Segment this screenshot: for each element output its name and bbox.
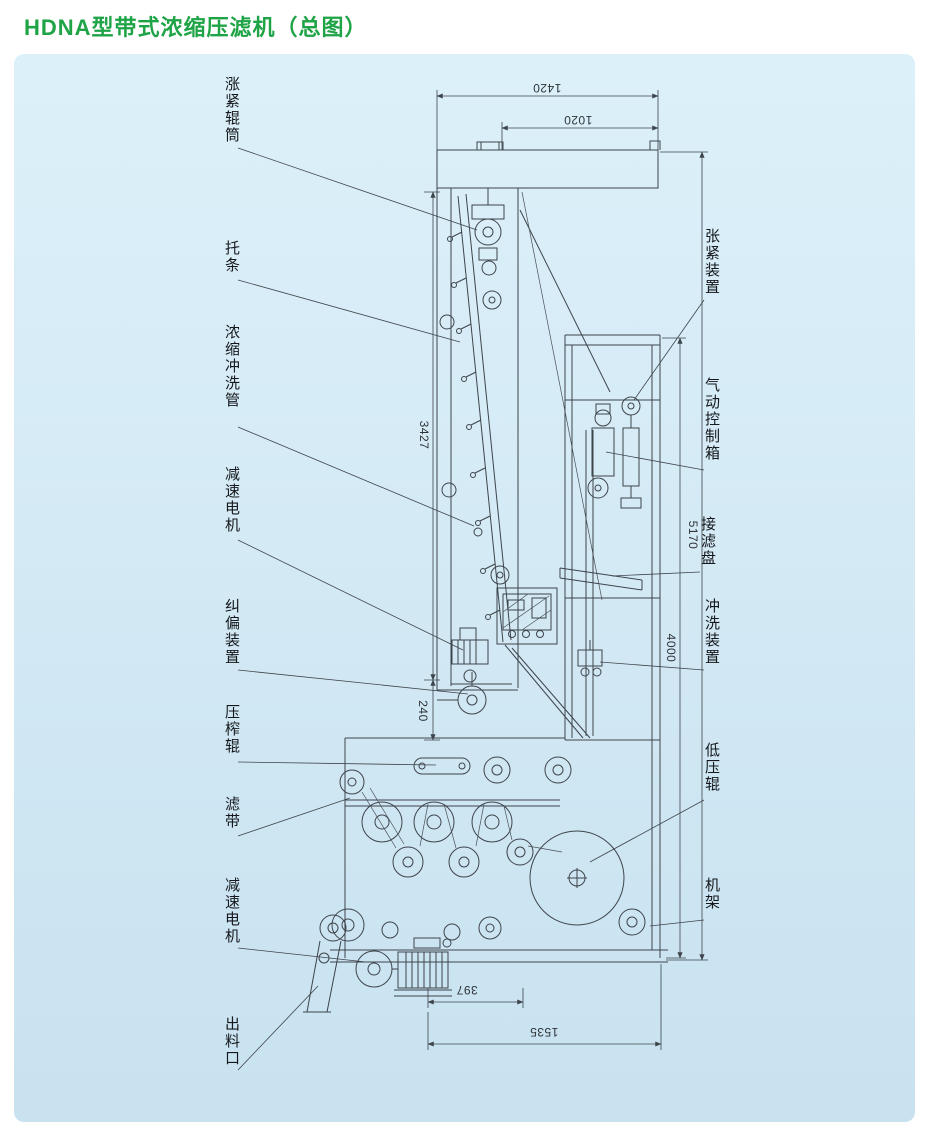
press-frame [564,334,661,958]
upper-gear-motor [437,627,489,715]
gravity-belt [447,193,512,643]
page-title: HDNA型带式浓缩压滤机（总图） [24,15,368,40]
label-gear-motor-upper: 减速电机 [223,466,240,534]
dim-top-inner: 1020 [563,113,593,127]
label-discharge-outlet: 出料口 [223,1016,240,1067]
discharge-and-motor [303,914,452,1013]
label-pneumatic-control-box: 气动控制箱 [703,377,720,462]
drawing-panel [14,54,915,1122]
label-support-bar: 托条 [223,240,240,274]
upper-frame [436,140,661,739]
tensioning-device [620,396,642,509]
label-tension-roller-drum: 涨紧辊筒 [223,76,240,144]
dim-frame-length: 4000 [664,633,678,663]
pneumatic-control-box [591,403,615,477]
tension-roller-assembly [439,188,510,585]
dimension-lines [424,90,708,1050]
label-tensioning-device: 张紧装置 [703,228,720,296]
dim-top-overall: 1420 [532,81,562,95]
label-low-pressure-roller: 低压辊 [703,742,720,793]
leader-lines [237,147,705,1071]
dim-transition-gap: 240 [416,700,430,722]
label-thickening-wash-pipe: 浓缩冲洗管 [223,324,240,409]
label-press-roller: 压榨辊 [223,704,240,755]
label-filter-belt: 滤带 [223,796,240,830]
dim-overall-length: 5170 [686,520,700,550]
label-machine-frame: 机架 [703,877,720,911]
label-gear-motor-lower: 减速电机 [223,877,240,945]
washing-device [577,640,603,677]
label-belt-alignment-device: 纠偏装置 [223,598,240,666]
label-washing-device: 冲洗装置 [703,598,720,666]
control-panel-box [496,587,558,645]
lower-frame [330,737,668,963]
label-filtrate-tray: 接滤盘 [699,516,716,567]
rollers [331,756,646,942]
dim-drive-offset: 397 [456,983,478,997]
filtrate-tray [559,567,643,591]
dim-upper-section-length: 3427 [417,420,431,450]
dim-lower-section-length: 1535 [529,1025,559,1039]
